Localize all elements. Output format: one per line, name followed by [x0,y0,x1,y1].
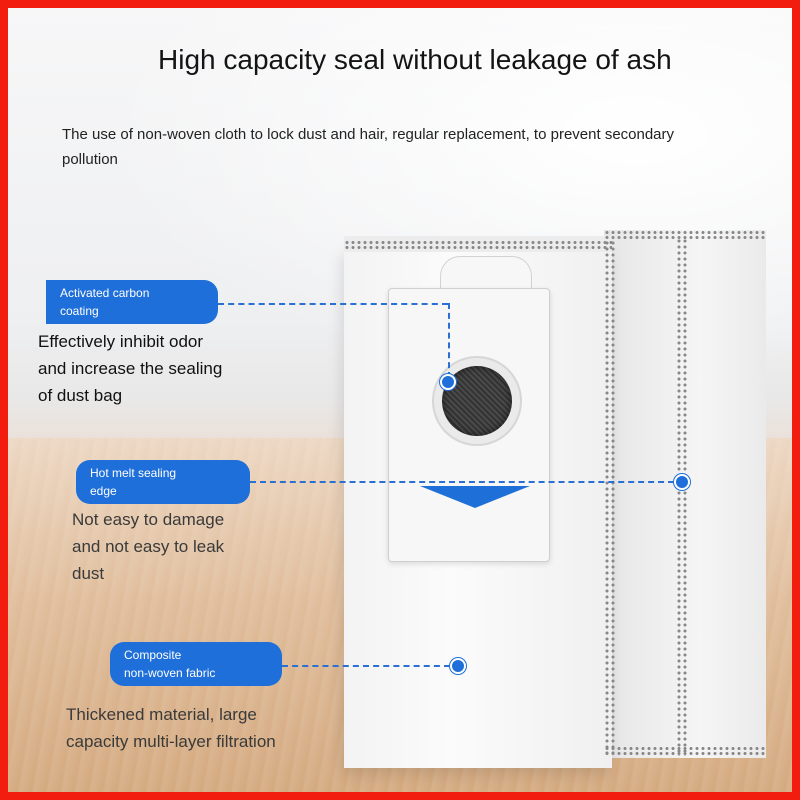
headline: High capacity seal without leakage of as… [158,44,672,75]
top-seam-front [344,240,612,250]
callout-label-line: Composite [124,648,182,662]
callout-desc-seal: Not easy to damage and not easy to leak … [72,506,224,587]
callout-label-fabric: Composite non-woven fabric [110,642,282,686]
desc-line: of dust bag [38,386,123,405]
marker-dot [450,658,466,674]
desc-line: Not easy to damage [72,510,225,529]
leader-line [218,303,448,305]
desc-line: Effectively inhibit odor [38,332,204,351]
product-image: High capacity seal without leakage of as… [8,8,792,792]
desc-line: Thickened material, large [66,705,257,724]
marker-dot [674,474,690,490]
side-seam [676,238,688,756]
callout-label-line: Activated carbon [60,286,150,300]
top-seam-side [604,230,766,240]
insert-arrow-icon [420,486,530,508]
callout-desc-fabric: Thickened material, large capacity multi… [66,701,276,755]
leader-line [448,303,450,378]
desc-line: dust [72,564,105,583]
callout-label-line: coating [60,304,99,318]
callout-label-line: non-woven fabric [124,666,216,680]
callout-label-carbon: Activated carbon coating [46,280,218,324]
callout-desc-carbon: Effectively inhibit odor and increase th… [38,328,222,409]
callout-label-line: Hot melt sealing [90,466,177,480]
corner-seam [604,240,616,756]
intro-text: The use of non-woven cloth to lock dust … [62,126,675,168]
leader-line [282,665,450,667]
desc-line: and not easy to leak [72,537,225,556]
bottom-seam-side [604,746,766,756]
callout-label-line: edge [90,484,117,498]
leader-line [250,481,674,483]
callout-label-seal: Hot melt sealing edge [76,460,250,504]
desc-line: capacity multi-layer filtration [66,732,276,751]
desc-line: and increase the sealing [38,359,223,378]
marker-dot [440,374,456,390]
